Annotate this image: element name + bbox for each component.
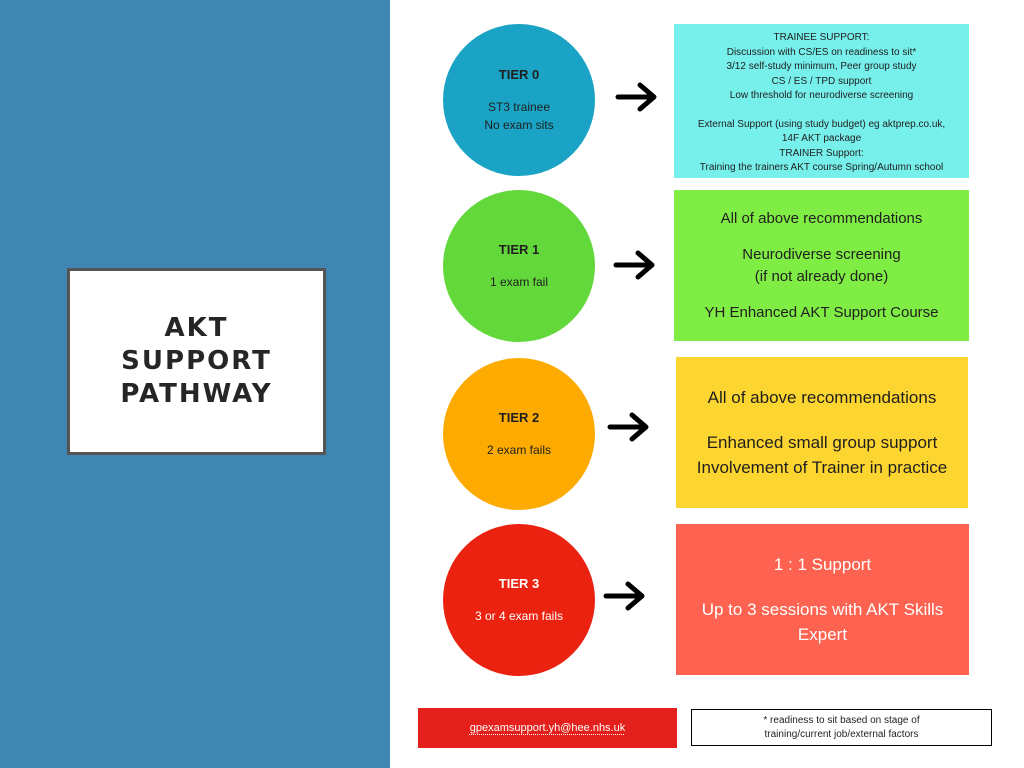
tier-0-box-line-4: CS / ES / TPD support [771,75,872,87]
tier-3-support-box: 1 : 1 Support Up to 3 sessions with AKT … [676,524,969,675]
tier-1-box-line-6: YH Enhanced AKT Support Course [704,303,939,321]
tier-0-box-line-8: 14F AKT package [781,133,862,144]
title-line-2: SUPPORT [121,346,272,376]
tier-1-box-line-3: Neurodiverse screening [742,245,901,263]
left-panel: AKT SUPPORT PATHWAY [0,0,390,768]
tier-1-box-line-1: All of above recommendations [720,209,923,227]
tier-0-arrow-icon [615,82,657,112]
tier-3-desc-line-1: 3 or 4 exam fails [474,608,564,623]
title-line-1: AKT [164,313,229,343]
email-box: gpexamsupport.yh@hee.nhs.uk [418,708,677,748]
tier-0-box-line-3: 3/12 self-study minimum, Peer group stud… [726,61,917,72]
tier-0-box-line-10: Training the trainers AKT course Spring/… [699,162,944,173]
tier-0-box-line-5: Low threshold for neurodiverse screening [729,90,914,101]
note-line-1: * readiness to sit based on stage of [763,714,920,726]
tier-1-arrow-icon [613,250,655,280]
tier-1-support-box: All of above recommendations Neurodivers… [674,190,969,341]
note-line-2: training/current job/external factors [764,728,919,740]
tier-3-box-line-4: Expert [797,625,848,644]
tier-0-circle: TIER 0 ST3 trainee No exam sits [443,24,595,176]
tier-3-circle: TIER 3 3 or 4 exam fails [443,524,595,676]
tier-1-name: TIER 1 [498,241,540,257]
tier-0-support-box: TRAINEE SUPPORT: Discussion with CS/ES o… [674,24,969,178]
tier-2-name: TIER 2 [498,409,540,425]
title-box: AKT SUPPORT PATHWAY [67,268,326,455]
tier-1-box-line-4: (if not already done) [754,267,889,285]
tier-0-name: TIER 0 [498,66,540,82]
tier-2-support-box: All of above recommendations Enhanced sm… [676,357,968,508]
tier-0-box-line-1: TRAINEE SUPPORT: [773,32,870,43]
tier-0-desc-line-1: ST3 trainee [487,99,551,114]
tier-2-box-line-1: All of above recommendations [707,388,937,407]
tier-2-box-line-3: Enhanced small group support [706,433,938,452]
tier-0-box-line-7: External Support (using study budget) eg… [697,118,946,130]
tier-1-circle: TIER 1 1 exam fail [443,190,595,342]
tier-2-arrow-icon [607,412,649,442]
title-line-3: PATHWAY [120,379,273,409]
tier-0-desc-line-2: No exam sits [484,117,554,132]
tier-1-desc-line-1: 1 exam fail [489,274,549,289]
tier-0-box-line-9: TRAINER Support: [779,147,864,159]
tier-2-circle: TIER 2 2 exam fails [443,358,595,510]
email-link[interactable]: gpexamsupport.yh@hee.nhs.uk [469,722,626,734]
tier-3-box-line-1: 1 : 1 Support [773,555,872,574]
tier-3-box-line-3: Up to 3 sessions with AKT Skills [701,600,944,619]
tier-3-name: TIER 3 [498,575,540,591]
readiness-note-box: * readiness to sit based on stage of tra… [691,709,992,746]
tier-2-box-line-4: Involvement of Trainer in practice [696,458,948,477]
tier-3-arrow-icon [603,581,645,611]
tier-0-box-line-2: Discussion with CS/ES on readiness to si… [726,46,917,58]
tier-2-desc-line-1: 2 exam fails [486,442,552,457]
